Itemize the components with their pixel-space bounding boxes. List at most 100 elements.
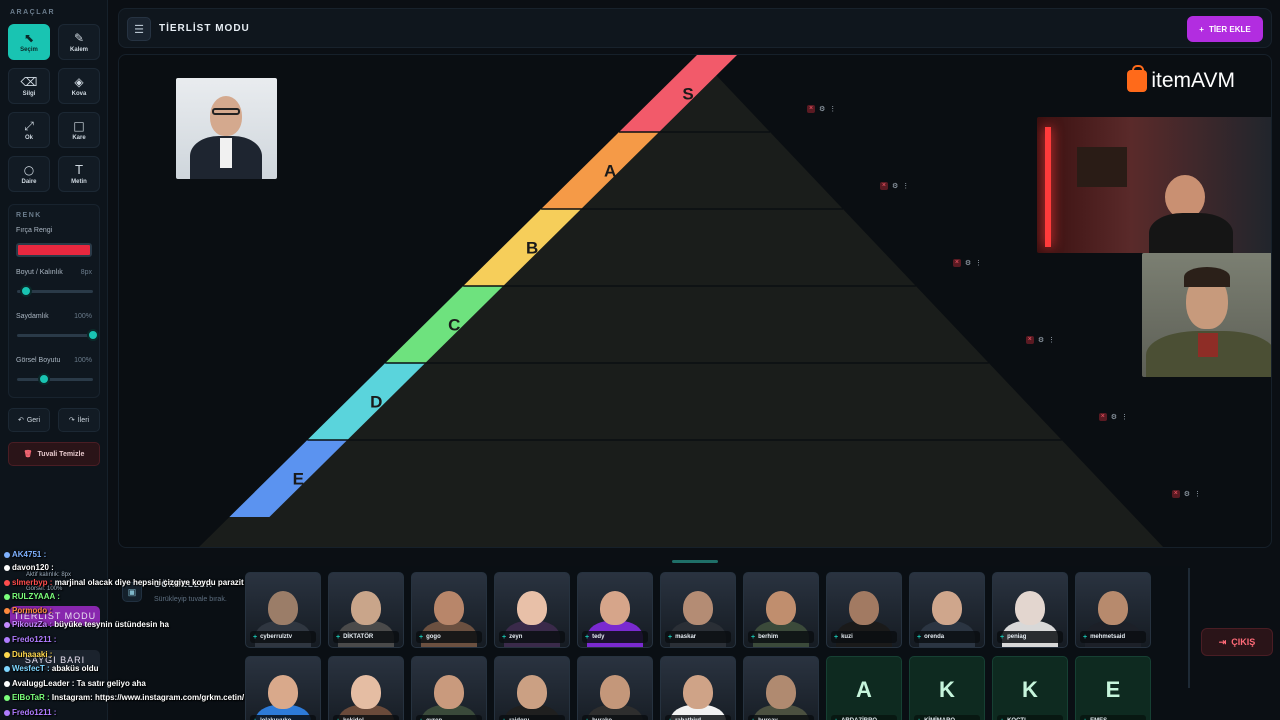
gallery-card[interactable]: +kuzi <box>826 572 902 648</box>
clear-canvas-label: Tuvali Temizle <box>37 450 85 458</box>
tier-band-s[interactable] <box>619 55 737 132</box>
tier-settings-icon[interactable]: ⚙ <box>964 260 972 267</box>
size-slider-handle[interactable] <box>20 285 33 297</box>
gallery-card[interactable]: +cyberrulztv <box>245 572 321 648</box>
opacity-slider[interactable] <box>17 329 99 341</box>
gallery-card[interactable]: +kekidol <box>328 656 404 720</box>
card-name-text: KOCTL <box>1007 718 1028 720</box>
delete-tier-icon[interactable]: × <box>1098 413 1107 421</box>
image-size-slider[interactable] <box>17 373 93 385</box>
card-face <box>932 591 962 625</box>
panel-resize-handle[interactable] <box>672 560 718 563</box>
gallery-card[interactable]: +evren <box>411 656 487 720</box>
drag-grip-icon[interactable]: ⋮ <box>829 106 837 113</box>
menu-list-button[interactable]: ☰ <box>127 17 151 41</box>
gallery-card[interactable]: +orenda <box>909 572 985 648</box>
drag-grip-icon[interactable]: ⋮ <box>1194 491 1202 498</box>
delete-tier-icon[interactable]: × <box>1171 490 1180 498</box>
size-slider[interactable] <box>17 285 93 297</box>
delete-tier-icon[interactable]: × <box>879 182 888 190</box>
exit-button[interactable]: ⇥ ÇIKIŞ <box>1201 628 1273 656</box>
gallery-letter-card[interactable]: K+KİMİMARO <box>909 656 985 720</box>
tier-band-e[interactable] <box>229 440 348 517</box>
tier-band-c[interactable] <box>385 286 504 363</box>
gallery-heading: GÖRSELLER <box>154 580 213 589</box>
tool-circle-button[interactable]: ○Daire <box>8 156 50 192</box>
gallery-letter-card[interactable]: E+EMES <box>1075 656 1151 720</box>
delete-tier-icon[interactable]: × <box>807 105 815 113</box>
tier-settings-icon[interactable]: ⚙ <box>819 106 826 113</box>
gallery-card[interactable]: +mehmetsaid <box>1075 572 1151 648</box>
tier-controls-b: ×⚙⋮ <box>952 259 983 267</box>
gallery-card[interactable]: +burcay <box>743 656 819 720</box>
gallery-card[interactable]: +gogo <box>411 572 487 648</box>
tool-pen-button[interactable]: ✎Kalem <box>58 24 100 60</box>
list-icon: ☰ <box>134 23 144 36</box>
tier-band-d[interactable] <box>307 363 426 440</box>
drag-grip-icon[interactable]: ⋮ <box>975 260 983 267</box>
tier-band-a[interactable] <box>541 132 660 209</box>
gallery-card[interactable]: +rahatbird <box>660 656 736 720</box>
color-panel: RENK Fırça Rengi Boyut / Kalınlık 8px Sa… <box>8 204 100 398</box>
drag-grip-icon[interactable]: ⋮ <box>1121 414 1129 421</box>
card-name-text: cyberrulztv <box>260 634 293 640</box>
tool-arrow-button[interactable]: ⤢Ok <box>8 112 50 148</box>
gallery-card[interactable]: +berhim <box>743 572 819 648</box>
gallery-scrollbar[interactable] <box>1188 568 1190 688</box>
tool-bucket-button[interactable]: ◈Kova <box>58 68 100 104</box>
tools-sidebar: ARAÇLAR ⬉Seçim✎Kalem⌫Silgi◈Kova⤢Ok□Kare○… <box>0 0 108 720</box>
undo-icon: ↶ <box>17 417 24 424</box>
gallery-card[interactable]: +burako <box>577 656 653 720</box>
delete-tier-icon[interactable]: × <box>952 259 961 267</box>
tier-controls-s: × ⚙⋮ <box>807 105 836 113</box>
gallery-card[interactable]: +peniag <box>992 572 1068 648</box>
tool-select-button[interactable]: ⬉Seçim <box>8 24 50 60</box>
gallery-card[interactable]: +lolakuyuko <box>245 656 321 720</box>
card-name: +raideru <box>499 715 565 720</box>
redo-button[interactable]: ↷ İleri <box>58 408 100 432</box>
tier-band-b[interactable] <box>463 209 582 286</box>
tool-eraser-button[interactable]: ⌫Silgi <box>8 68 50 104</box>
card-face <box>600 675 630 709</box>
plus-icon: + <box>1083 718 1087 720</box>
card-name-text: evren <box>426 718 442 720</box>
image-gallery: ▣ GÖRSELLER Sürükleyip tuvale bırak. +cy… <box>112 566 1190 720</box>
card-name: +EMES <box>1080 715 1146 720</box>
tier-settings-icon[interactable]: ⚙ <box>1183 491 1191 498</box>
placed-photo-suit[interactable] <box>176 78 277 179</box>
gallery-card[interactable]: +maskar <box>660 572 736 648</box>
plus-icon: + <box>253 718 257 720</box>
card-name: +orenda <box>914 631 980 643</box>
card-name: +burako <box>582 715 648 720</box>
clear-canvas-button[interactable]: 🗑 Tuvali Temizle <box>8 442 100 466</box>
tier-settings-icon[interactable]: ⚙ <box>1037 337 1045 344</box>
plus-icon: + <box>668 633 673 641</box>
add-tier-button[interactable]: + TİER EKLE <box>1187 16 1263 42</box>
gallery-card[interactable]: +raideru <box>494 656 570 720</box>
drag-grip-icon[interactable]: ⋮ <box>1048 337 1056 344</box>
drag-grip-icon[interactable]: ⋮ <box>902 183 910 190</box>
brush-color-swatch[interactable] <box>16 243 92 257</box>
gallery-card[interactable]: +DİKTATÖR <box>328 572 404 648</box>
gallery-letter-card[interactable]: A+ARDAZİBRO <box>826 656 902 720</box>
add-tier-label: TİER EKLE <box>1208 24 1251 34</box>
placed-photo-officer[interactable] <box>1142 253 1271 377</box>
plus-icon: + <box>585 718 589 720</box>
card-face <box>766 591 796 625</box>
delete-tier-icon[interactable]: × <box>1025 336 1034 344</box>
card-face <box>268 591 298 625</box>
opacity-slider-handle[interactable] <box>87 329 99 341</box>
tier-settings-icon[interactable]: ⚙ <box>891 183 899 190</box>
gallery-letter-card[interactable]: K+KOCTL <box>992 656 1068 720</box>
gallery-card[interactable]: +zeyn <box>494 572 570 648</box>
tier-settings-icon[interactable]: ⚙ <box>1110 414 1118 421</box>
image-size-slider-handle[interactable] <box>37 373 50 385</box>
tool-square-button[interactable]: □Kare <box>58 112 100 148</box>
top-bar: ☰ TİERLİST MODU + TİER EKLE <box>118 8 1272 48</box>
card-name-text: DİKTATÖR <box>343 634 374 640</box>
undo-button[interactable]: ↶ Geri <box>8 408 50 432</box>
gallery-card[interactable]: +tedy <box>577 572 653 648</box>
tier-label-e: E <box>293 470 304 489</box>
